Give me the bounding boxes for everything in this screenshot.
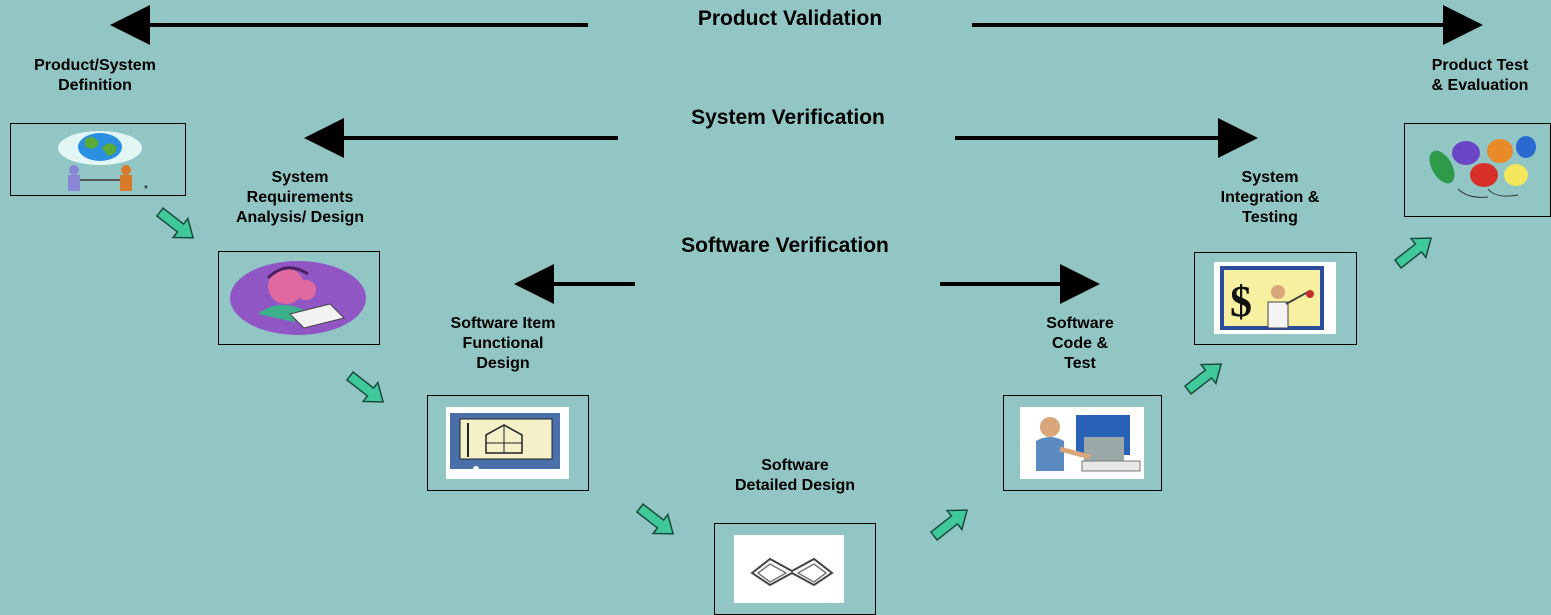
step-arrow-down-3	[635, 503, 675, 535]
product-validation-label: Product Validation	[697, 7, 883, 30]
software-verification-label: Software Verification	[681, 234, 889, 257]
blueprint-icon	[446, 407, 569, 479]
presentation-dollar-icon: $	[1214, 262, 1336, 334]
reading-person-icon	[228, 258, 368, 336]
stage-label-software-code-test: Software Code & Test	[1046, 315, 1114, 372]
stage-label-system-requirements: System Requirements Analysis/ Design	[235, 169, 365, 226]
globe-handshake-icon: *	[40, 126, 160, 195]
stage-label-software-detailed-design: Software Detailed Design	[734, 457, 856, 494]
step-arrow-up-1	[929, 509, 969, 541]
step-arrow-up-3	[1393, 237, 1433, 269]
stage-label-product-test-evaluation: Product Test & Evaluation	[1431, 57, 1529, 94]
balloons-icon	[1418, 129, 1543, 211]
svg-text:$: $	[1230, 277, 1252, 326]
stage-label-product-system-definition: Product/System Definition	[34, 57, 156, 94]
computer-worker-icon	[1020, 407, 1144, 479]
step-arrow-up-2	[1183, 363, 1223, 395]
system-verification-label: System Verification	[691, 106, 885, 129]
step-arrow-down-1	[155, 207, 195, 239]
infinity-shape-icon	[734, 535, 844, 603]
step-arrow-down-2	[345, 371, 385, 403]
svg-text:*: *	[144, 184, 148, 194]
stage-label-system-integration-testing: System Integration & Testing	[1220, 169, 1320, 226]
stage-label-software-item-functional-design: Software Item Functional Design	[450, 315, 556, 372]
